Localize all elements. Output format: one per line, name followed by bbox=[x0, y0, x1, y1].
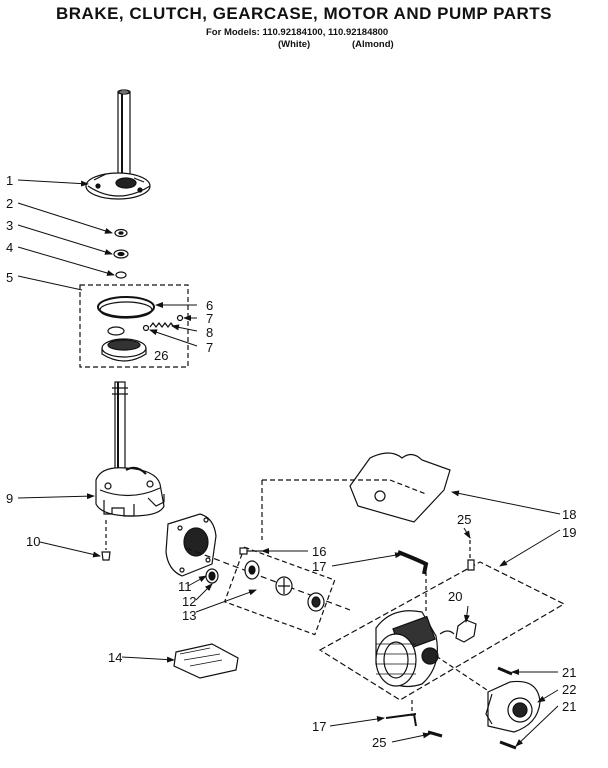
clutch-assembly-box bbox=[79, 284, 189, 368]
screw-21-upper-part bbox=[497, 666, 513, 676]
callout-19: 19 bbox=[562, 525, 576, 540]
callout-21b: 21 bbox=[562, 699, 576, 714]
callout-26: 26 bbox=[154, 348, 168, 363]
callout-25a: 25 bbox=[457, 512, 471, 527]
bracket-17-lower-part bbox=[385, 700, 417, 727]
models-line: For Models: 110.92184100, 110.92184800 bbox=[206, 27, 389, 38]
screw-10-part bbox=[101, 520, 111, 561]
callout-10: 10 bbox=[26, 534, 40, 549]
callout-11: 11 bbox=[178, 579, 192, 594]
callout-8: 8 bbox=[206, 325, 213, 340]
callout-4: 4 bbox=[6, 240, 13, 255]
motor-assembly-box bbox=[318, 561, 566, 701]
brake-cam-part bbox=[85, 172, 151, 200]
pump-plate-part bbox=[165, 513, 217, 577]
coupling-11-part bbox=[205, 568, 219, 584]
callout-7a: 7 bbox=[206, 311, 213, 326]
capacitor-20-part bbox=[439, 619, 477, 643]
spring-part bbox=[142, 314, 184, 332]
callout-12: 12 bbox=[182, 594, 196, 609]
callout-20: 20 bbox=[448, 589, 462, 604]
page-title: BRAKE, CLUTCH, GEARCASE, MOTOR AND PUMP … bbox=[55, 4, 552, 23]
callout-1: 1 bbox=[6, 173, 13, 188]
screw-25-lower-part bbox=[427, 730, 443, 738]
ring-4-part bbox=[115, 271, 127, 279]
callout-13: 13 bbox=[182, 608, 196, 623]
callout-3: 3 bbox=[6, 218, 13, 233]
screw-25-upper-part bbox=[467, 540, 475, 571]
pump-impeller-parts bbox=[244, 560, 325, 612]
motor-part bbox=[375, 610, 521, 713]
wire-17-part bbox=[397, 550, 429, 612]
cover-14-part bbox=[173, 643, 239, 679]
motor-mount-18-part bbox=[349, 452, 451, 523]
callout-7b: 7 bbox=[206, 340, 213, 355]
brake-shaft-part bbox=[117, 89, 131, 183]
callout-labels: 1 2 3 4 5 6 7 8 7 26 9 10 11 12 13 14 16… bbox=[6, 173, 576, 750]
callout-16: 16 bbox=[312, 544, 326, 559]
clutch-drum-part bbox=[101, 338, 147, 362]
callout-17: 17 bbox=[312, 559, 326, 574]
callout-22: 22 bbox=[562, 682, 576, 697]
callout-25b: 25 bbox=[372, 735, 386, 750]
pump-22-part bbox=[485, 680, 541, 733]
callout-9: 9 bbox=[6, 491, 13, 506]
callout-18: 18 bbox=[562, 507, 576, 522]
clutch-ring-26-part bbox=[107, 326, 125, 336]
gearcase-part bbox=[95, 381, 165, 517]
callout-2: 2 bbox=[6, 196, 13, 211]
callout-17b: 17 bbox=[312, 719, 326, 734]
variant-almond: (Almond) bbox=[352, 39, 394, 50]
variant-white: (White) bbox=[278, 39, 311, 50]
callout-6: 6 bbox=[206, 298, 213, 313]
screw-21-lower-part bbox=[499, 740, 517, 750]
callout-21a: 21 bbox=[562, 665, 576, 680]
callout-5: 5 bbox=[6, 270, 13, 285]
callout-14: 14 bbox=[108, 650, 122, 665]
clip-16-part bbox=[239, 547, 262, 555]
clutch-band-part bbox=[97, 296, 155, 318]
